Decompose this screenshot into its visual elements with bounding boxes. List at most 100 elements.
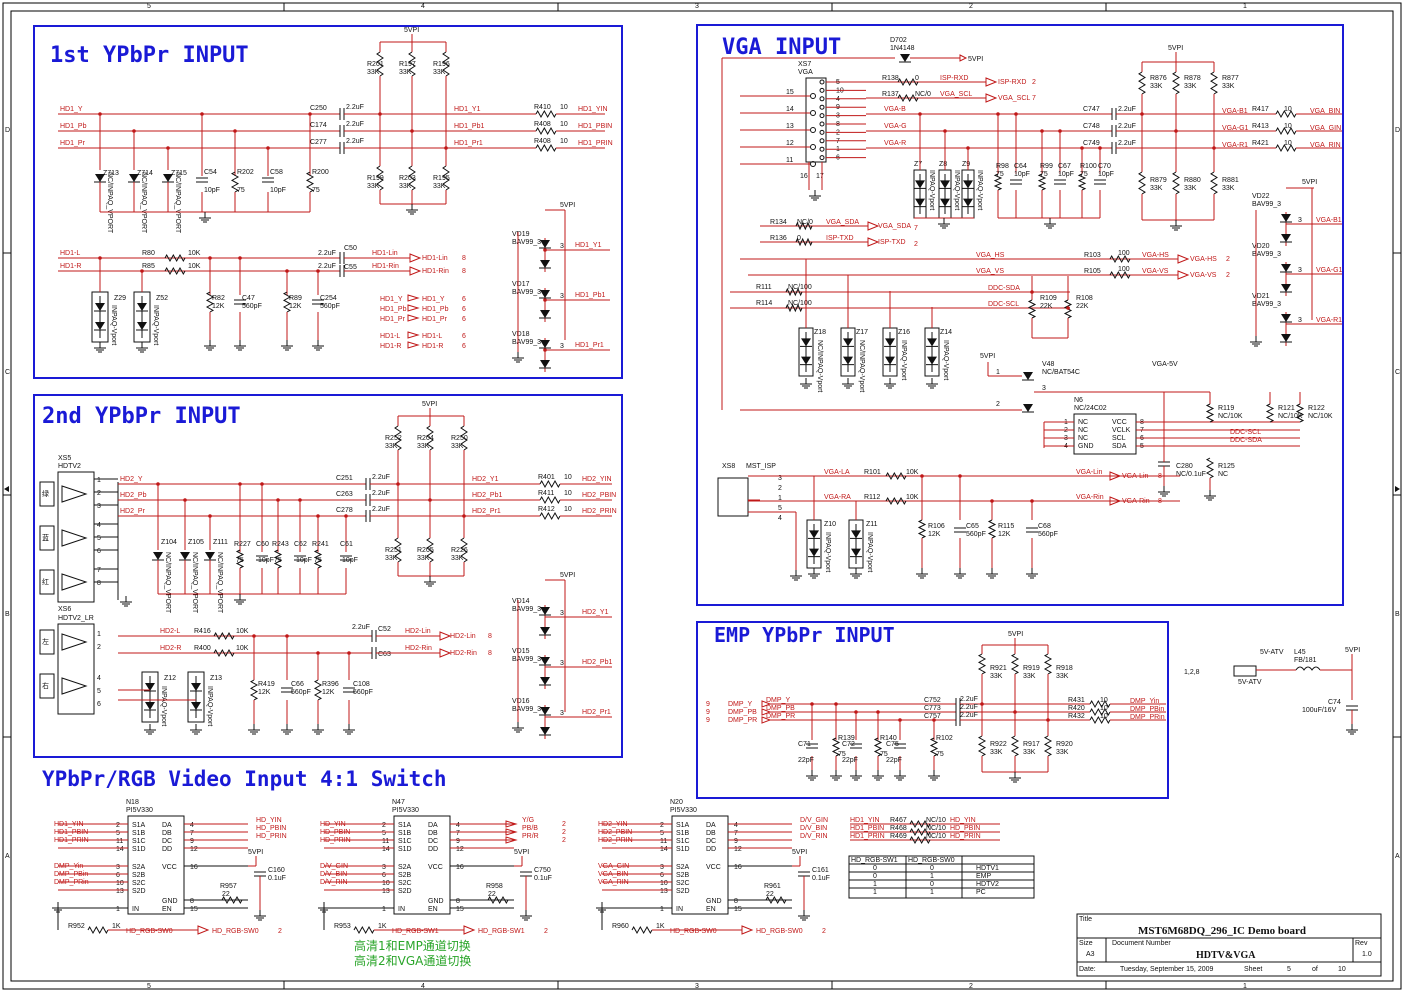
res-ref: R877 bbox=[1222, 75, 1239, 82]
net-label: HD_RGB-SW0 bbox=[670, 928, 717, 935]
res-value: NC/100 bbox=[788, 300, 812, 307]
zener-ref: Z7 bbox=[914, 161, 922, 168]
ground-symbol bbox=[234, 340, 246, 351]
diode-part: BAV99_3 bbox=[1252, 201, 1281, 208]
diode-triangle bbox=[1281, 334, 1291, 342]
resistor bbox=[221, 895, 243, 905]
supply-label: 5VPI bbox=[422, 401, 437, 408]
res-ref: R203 bbox=[399, 175, 416, 182]
res-ref: R917 bbox=[1023, 741, 1040, 748]
offpage-connector bbox=[407, 294, 420, 302]
table-cell: 0 bbox=[873, 873, 877, 880]
diode-triangle bbox=[1281, 284, 1291, 292]
net-label: HD2_Y1 bbox=[472, 476, 499, 483]
diode-triangle bbox=[540, 340, 550, 348]
junction-dot bbox=[252, 634, 256, 638]
offpage-label: VGA-Rin bbox=[1122, 498, 1150, 505]
res-ref: R960 bbox=[612, 923, 629, 930]
component-value: 75 bbox=[936, 751, 944, 758]
net-label: VGA_SCL bbox=[940, 91, 972, 98]
resistor bbox=[1089, 707, 1111, 717]
component-ref: R396 bbox=[322, 681, 339, 688]
component-value: 10pF bbox=[1098, 171, 1114, 178]
ic-ref: N6 bbox=[1074, 397, 1083, 404]
border-left-letter: C bbox=[5, 369, 10, 376]
res-value: 10 bbox=[1100, 705, 1108, 712]
ground-symbol bbox=[872, 770, 884, 781]
offpage-connector bbox=[1177, 254, 1190, 264]
pin-hole bbox=[819, 121, 825, 127]
supply-label: 5VPI bbox=[1302, 179, 1317, 186]
jack-label: 左 bbox=[42, 637, 49, 646]
pin-number: 6 bbox=[97, 701, 101, 708]
component-ref: R98 bbox=[996, 163, 1009, 170]
cap-value: 2.2uF bbox=[1118, 106, 1136, 113]
res-value: NC/10 bbox=[926, 833, 946, 840]
pin-number: 3 bbox=[97, 503, 101, 510]
net-label: HD2_Pr1 bbox=[582, 709, 611, 716]
junction-dot bbox=[298, 498, 302, 502]
page-ref: 7 bbox=[914, 225, 918, 232]
page-ref: 8 bbox=[462, 268, 466, 275]
cap-ref: C161 bbox=[812, 867, 829, 874]
resistor bbox=[535, 126, 557, 136]
component-ref: R200 bbox=[312, 169, 329, 176]
net-label: D/V_BIN bbox=[320, 871, 347, 878]
diode-ref: VD19 bbox=[512, 231, 530, 238]
res-value: 22 bbox=[766, 891, 774, 898]
pin-hole bbox=[810, 161, 816, 167]
res-ref: R251 bbox=[385, 547, 402, 554]
junction-dot bbox=[276, 498, 280, 502]
net-label: HD2_PBIN bbox=[582, 492, 616, 499]
zener-part-label: NC/INPAQ_VPORT bbox=[140, 172, 147, 234]
block-title: 2nd YPbPr INPUT bbox=[42, 404, 241, 429]
ground-symbol bbox=[312, 340, 324, 351]
component-ref: C65 bbox=[966, 523, 979, 530]
pin-name: S1C bbox=[132, 838, 146, 845]
ground-symbol bbox=[94, 342, 106, 353]
offpage-connector bbox=[409, 266, 422, 276]
offpage-label: HD_RGB-SW0 bbox=[212, 928, 259, 935]
offpage-label: HD_RGB-SW0 bbox=[756, 928, 803, 935]
ground-symbol bbox=[406, 204, 418, 215]
junction-dot bbox=[1066, 306, 1070, 310]
net-label: DMP_PBin bbox=[54, 871, 88, 878]
offpage-label: ISP-RXD bbox=[998, 79, 1026, 86]
net-label: HD_PBIN bbox=[950, 825, 980, 832]
offpage-src: HD1_Pb bbox=[380, 306, 407, 313]
junction-dot bbox=[344, 514, 348, 518]
junction-dot bbox=[266, 146, 270, 150]
net-label: HD2-Rin bbox=[405, 645, 432, 652]
offpage-connector bbox=[407, 341, 420, 349]
pin-name: DA bbox=[162, 822, 172, 829]
bav99-diode bbox=[539, 338, 551, 372]
inner-frame bbox=[10, 10, 1394, 982]
cap-ref: C278 bbox=[336, 507, 353, 514]
pin-name: S2B bbox=[676, 872, 690, 879]
ground-symbol bbox=[800, 378, 812, 389]
net-label: VGA_BIN bbox=[1310, 108, 1340, 115]
res-ref: R952 bbox=[68, 923, 85, 930]
pin-number: 10 bbox=[382, 880, 390, 887]
ground-symbol bbox=[190, 724, 202, 735]
ground-symbol bbox=[120, 596, 132, 607]
zener-part-label: NC/INPAQ_VPORT bbox=[106, 172, 113, 234]
pin-name: NC bbox=[1078, 419, 1088, 426]
cap-ref: C773 bbox=[924, 705, 941, 712]
diode-triangle bbox=[95, 174, 105, 182]
res-value: 1K bbox=[656, 923, 665, 930]
ground-symbol bbox=[938, 218, 950, 229]
res-ref: R226 bbox=[451, 547, 468, 554]
zener-part-label: NC/INPAQ_VPORT bbox=[191, 552, 198, 614]
junction-dot bbox=[1080, 146, 1084, 150]
junction-dot bbox=[347, 651, 351, 655]
connector-jack bbox=[39, 629, 55, 655]
resistor bbox=[1077, 173, 1087, 191]
res-value: 33K bbox=[1184, 83, 1197, 90]
ground-symbol bbox=[808, 568, 820, 579]
offpage-label: HD2-Rin bbox=[450, 650, 477, 657]
net-label: DDC-SDA bbox=[988, 285, 1020, 292]
net-label: VGA_VS bbox=[976, 268, 1004, 275]
cap-value: 2.2uF bbox=[318, 250, 336, 257]
